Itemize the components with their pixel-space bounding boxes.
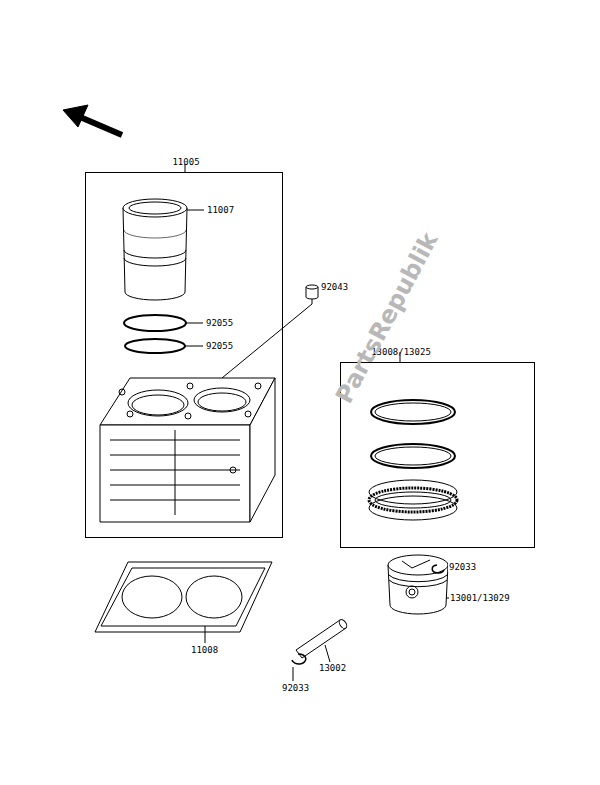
leader-line <box>205 626 206 643</box>
piston-ring <box>375 403 451 421</box>
callout-number: 92033 <box>281 683 310 693</box>
circlip <box>432 565 444 573</box>
leader-line <box>325 645 330 662</box>
dowel-pin <box>306 285 318 299</box>
callout-number: 92033 <box>448 562 477 572</box>
circlip <box>292 654 306 664</box>
watermark: PartsRepublik <box>330 228 444 408</box>
callout-number: 92043 <box>320 282 349 292</box>
piston-ring <box>375 447 451 465</box>
leader-line <box>187 210 204 211</box>
leader-line <box>312 299 313 304</box>
callout-number: 11008 <box>190 645 219 655</box>
o-ring <box>124 315 186 331</box>
part-number: 11005 <box>172 157 199 167</box>
piston-ring <box>371 444 455 468</box>
o-ring <box>125 339 185 353</box>
base-gasket <box>95 562 272 632</box>
cylinder-block <box>100 378 275 522</box>
piston <box>388 555 448 614</box>
group-box: 13008/13025 <box>340 362 535 548</box>
leader-line <box>222 304 312 378</box>
callout-number: 13001/13029 <box>449 593 511 603</box>
callout-number: 11007 <box>206 205 235 215</box>
leader-line <box>293 667 294 681</box>
callout-number: 92055 <box>205 318 234 328</box>
leader-line <box>185 346 203 347</box>
leader-line <box>186 323 203 324</box>
callout-number: 92055 <box>205 341 234 351</box>
callout-number: 13002 <box>318 663 347 673</box>
oil-ring <box>369 480 457 520</box>
piston-ring <box>371 400 455 424</box>
group-box: 11005 <box>85 172 283 538</box>
piston-pin <box>296 618 348 658</box>
cylinder-liner <box>123 199 187 300</box>
direction-arrow <box>63 105 88 127</box>
direction-arrow <box>80 117 122 135</box>
